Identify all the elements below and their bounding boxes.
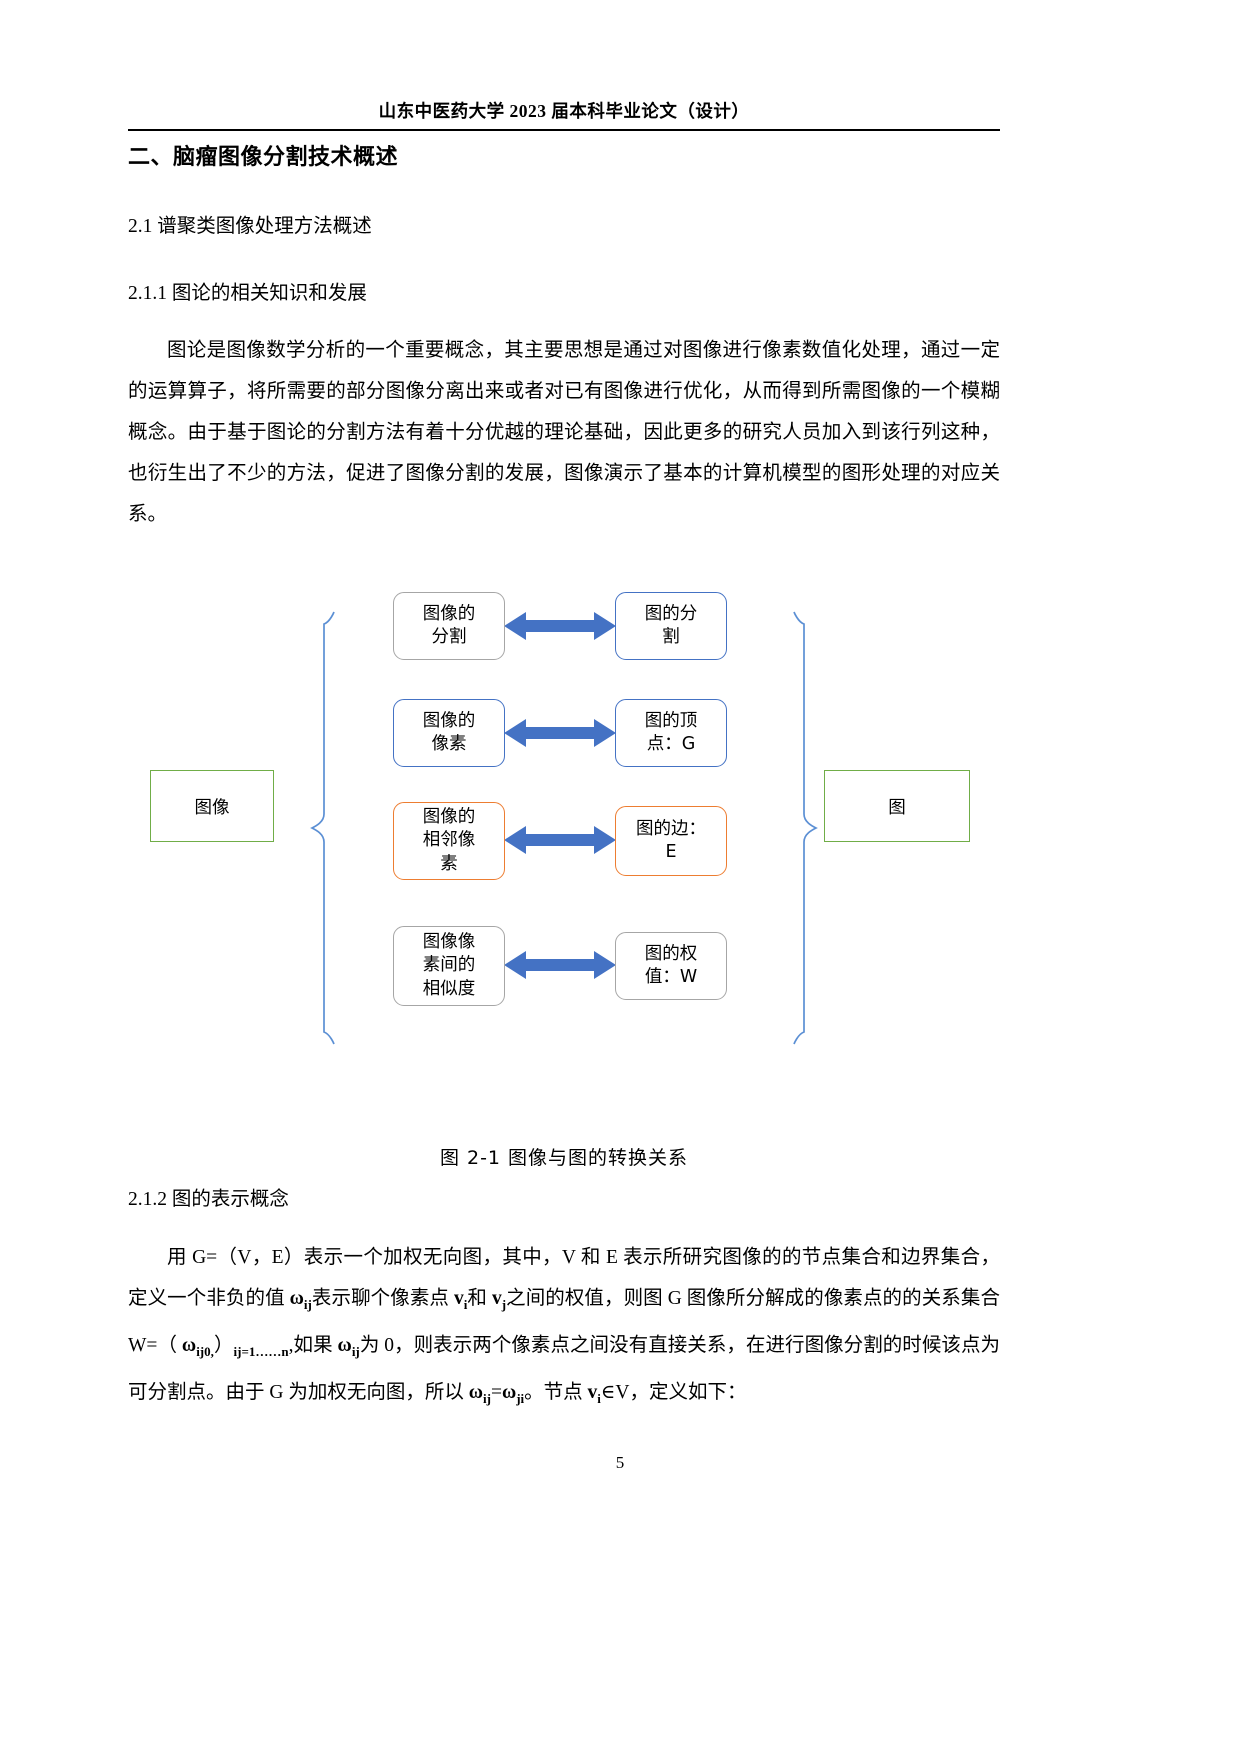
- figure-node-left-1: 图像的 分割: [393, 592, 505, 660]
- header-title: 山东中医药大学 2023 届本科毕业论文（设计）: [378, 101, 750, 121]
- p2-text-1: 用 G=（V，E）表示一个加权无向图，其中，V 和 E 表示所研究图像的的节点集…: [128, 1247, 1000, 1309]
- body-paragraph-2: 用 G=（V，E）表示一个加权无向图，其中，V 和 E 表示所研究图像的的节点集…: [128, 1237, 1000, 1419]
- figure-left-endpoint-box: 图像: [150, 770, 274, 842]
- section-heading-2-1: 2.1 谱聚类图像处理方法概述: [128, 216, 372, 237]
- p2-omega-1-sub: ij: [303, 1296, 312, 1312]
- p2-omega-5: ω: [501, 1381, 517, 1403]
- double-headed-arrow-icon-row-3: [504, 826, 616, 854]
- right-brace-icon: [793, 611, 818, 1045]
- p2-text-2: 表示聊个像素点: [311, 1288, 454, 1309]
- p2-omega-4: ω: [468, 1381, 483, 1403]
- figure-node-right-1: 图的分 割: [615, 592, 727, 660]
- figure-node-right-3: 图的边： E: [615, 806, 727, 876]
- page-header: 山东中医药大学 2023 届本科毕业论文（设计）: [128, 100, 1000, 139]
- body-paragraph-1: 图论是图像数学分析的一个重要概念，其主要思想是通过对图像进行像素数值化处理，通过…: [128, 340, 1000, 525]
- p2-v-2-sub: j: [501, 1296, 507, 1312]
- p2-text-5: ）: [213, 1334, 234, 1356]
- p2-v-2: v: [491, 1288, 502, 1309]
- chapter-heading: 二、脑瘤图像分割技术概述: [128, 144, 399, 169]
- double-headed-arrow-icon-row-2: [504, 719, 616, 747]
- p2-text-9: 。节点: [524, 1381, 588, 1403]
- p2-omega-5-sub: ji: [516, 1390, 525, 1406]
- p2-omega-2-sub: ij0,: [196, 1343, 214, 1359]
- section-heading-2-1-2: 2.1.2 图的表示概念: [128, 1189, 289, 1210]
- p2-text-6: ,如果: [288, 1334, 338, 1356]
- p2-text-4: 之间的权值，则图 G 图像所分解成的像素点的的关系集合 W=（: [128, 1288, 1000, 1356]
- p2-omega-3-sub: ij: [351, 1343, 360, 1359]
- figure-2-1: 图像 图 图像的 分割 图的分 割 图像的 像素 图的顶 点：G 图像的 相邻像…: [128, 560, 1000, 1120]
- section-heading-2-1-1: 2.1.1 图论的相关知识和发展: [128, 283, 367, 304]
- p2-text-7: 为 0，则表示两个像素点之间没有直接关系，在进行图像分割的时候该点为可分割点。由…: [128, 1334, 1000, 1403]
- p2-v-3: v: [587, 1381, 598, 1403]
- figure-node-right-2: 图的顶 点：G: [615, 699, 727, 767]
- p2-index-sub: ij=1……n: [233, 1343, 289, 1359]
- p2-v-1: v: [453, 1288, 464, 1309]
- p2-v-3-sub: i: [597, 1390, 601, 1406]
- figure-node-left-3: 图像的 相邻像 素: [393, 802, 505, 880]
- figure-right-endpoint-box: 图: [824, 770, 970, 842]
- p2-omega-1: ω: [289, 1288, 304, 1309]
- figure-line-art: [310, 611, 818, 1045]
- figure-caption: 图 2-1 图像与图的转换关系: [439, 1147, 689, 1169]
- double-headed-arrow-icon-row-1: [504, 612, 616, 640]
- p2-v-1-sub: i: [463, 1296, 468, 1312]
- figure-node-left-2: 图像的 像素: [393, 699, 505, 767]
- left-brace-icon: [310, 611, 335, 1045]
- p2-text-3: 和: [467, 1288, 492, 1309]
- figure-node-right-4: 图的权 值：W: [615, 932, 727, 1000]
- header-divider: [128, 128, 1000, 131]
- page-number: 5: [615, 1453, 625, 1472]
- figure-node-left-4: 图像像 素间的 相似度: [393, 926, 505, 1006]
- p2-omega-4-sub: ij: [482, 1390, 491, 1406]
- p2-text-10: ∈V，定义如下：: [600, 1381, 747, 1403]
- double-headed-arrow-icon-row-4: [504, 951, 616, 979]
- p2-text-8: =: [490, 1381, 502, 1403]
- p2-omega-3: ω: [337, 1334, 352, 1356]
- p2-omega-2: ω: [181, 1334, 197, 1356]
